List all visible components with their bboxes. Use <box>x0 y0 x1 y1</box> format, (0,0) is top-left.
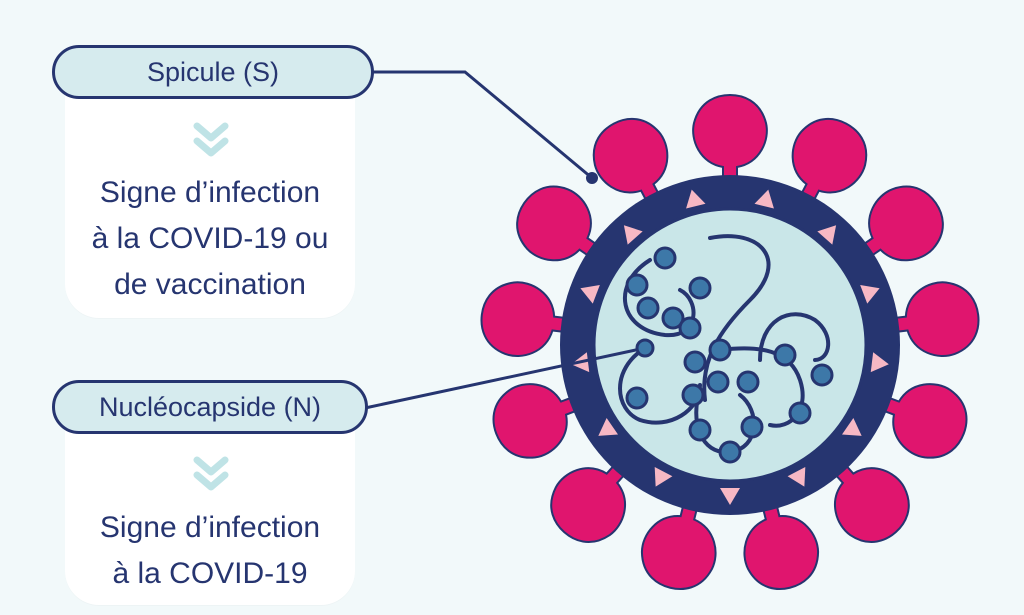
spike-protein <box>791 117 868 208</box>
spike-protein <box>692 93 768 186</box>
spike-connector-line <box>373 70 593 180</box>
envelope-triangle <box>860 284 880 304</box>
spike-protein <box>875 383 968 459</box>
spike-protein <box>492 383 585 459</box>
envelope-triangle <box>870 352 889 373</box>
virus-spikes <box>480 93 980 590</box>
envelope-triangle <box>623 225 643 245</box>
double-chevron-down-icon <box>193 456 229 491</box>
spike-description-line: de vaccination <box>114 268 306 301</box>
envelope-triangle <box>787 466 806 487</box>
spike-protein <box>640 497 717 590</box>
envelope-triangle <box>720 488 740 505</box>
spike-protein <box>550 458 631 544</box>
spike-protein <box>592 117 669 208</box>
spike-protein <box>886 281 980 358</box>
spike-description: Signe d’infection à la COVID-19 ou de va… <box>65 170 355 308</box>
envelope-triangle <box>580 284 600 304</box>
spike-protein <box>743 497 820 590</box>
nucleocapsid-description-line: à la COVID-19 <box>112 557 308 590</box>
spike-protein <box>856 185 944 262</box>
spike-protein <box>480 281 574 358</box>
envelope-triangles <box>571 189 889 505</box>
envelope-triangle <box>598 418 618 436</box>
envelope-triangle <box>842 418 862 436</box>
spike-description-line: à la COVID-19 ou <box>91 222 329 255</box>
nucleocapsid-connector-dot <box>635 338 655 358</box>
spike-label: Spicule (S) <box>52 45 374 99</box>
rna-beads <box>625 246 834 464</box>
spike-protein <box>829 458 910 544</box>
nucleocapsid-connector-line <box>364 346 646 410</box>
envelope-triangle <box>817 225 837 245</box>
envelope-triangle <box>654 466 673 487</box>
nucleocapsid-description: Signe d’infection à la COVID-19 <box>65 505 355 597</box>
spike-protein <box>516 185 604 262</box>
spike-description-line: Signe d’infection <box>99 176 321 209</box>
spike-connector-dot <box>586 172 598 184</box>
nucleocapsid-description-line: Signe d’infection <box>99 511 321 544</box>
nucleocapsid-label: Nucléocapside (N) <box>52 380 368 434</box>
double-chevron-down-icon <box>193 122 229 157</box>
envelope-triangle <box>686 189 706 209</box>
envelope-triangle <box>754 189 774 209</box>
